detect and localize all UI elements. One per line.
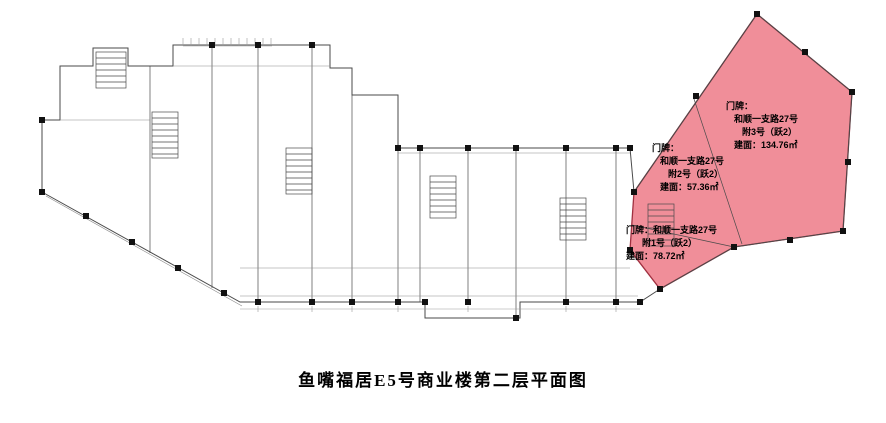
plan-caption: 鱼嘴福居E5号商业楼第二层平面图 (298, 371, 588, 390)
column-marker (787, 237, 793, 243)
column-marker (209, 42, 215, 48)
column-marker (845, 159, 851, 165)
column-marker (417, 145, 423, 151)
column-marker (631, 189, 637, 195)
column-marker (309, 299, 315, 305)
column-marker (613, 145, 619, 151)
column-marker (129, 239, 135, 245)
column-marker (637, 299, 643, 305)
unit-2-line-3: 附2号（跃2） (668, 169, 724, 179)
column-marker (221, 290, 227, 296)
tick-row-path (240, 306, 640, 312)
stair-box (647, 203, 675, 247)
column-marker (693, 93, 699, 99)
column-marker (255, 42, 261, 48)
column-marker (657, 286, 663, 292)
column-marker (395, 145, 401, 151)
stair-treads (560, 203, 586, 235)
staircase-icon (95, 51, 127, 89)
staircase-icon (559, 197, 587, 241)
column-marker (39, 117, 45, 123)
unit-1-line-3: 建面：78.72㎡ (626, 251, 685, 261)
unit-2-label: 门牌： 和顺一支路27号 附2号（跃2） 建面：57.36㎡ (652, 142, 756, 194)
staircase-icon (647, 203, 675, 247)
column-marker (465, 145, 471, 151)
column-marker (627, 145, 633, 151)
interior-wall-verticals (149, 45, 617, 318)
unit-3-line-4: 建面：134.76㎡ (734, 140, 798, 150)
unit-2-line-1: 门牌： (652, 143, 680, 153)
unit-3-line-2: 和顺一支路27号 (734, 114, 799, 124)
column-marker (613, 299, 619, 305)
unit-3-line-3: 附3号（跃2） (742, 127, 798, 137)
staircase-icon (151, 111, 179, 159)
stair-box (429, 175, 457, 219)
column-marker (563, 299, 569, 305)
column-marker (175, 265, 181, 271)
stair-treads (96, 57, 126, 83)
column-marker (349, 299, 355, 305)
stair-treads (286, 153, 312, 191)
column-marker (513, 145, 519, 151)
stair-treads (648, 209, 674, 241)
column-marker (395, 299, 401, 305)
column-marker (255, 299, 261, 305)
unit-2-line-4: 建面：57.36㎡ (660, 182, 719, 192)
column-marker (754, 11, 760, 17)
secondary-lines (45, 65, 638, 307)
dimension-ticks-bottom (240, 306, 640, 312)
column-marker (309, 42, 315, 48)
column-marker (731, 244, 737, 250)
unit-3-label: 门牌： 和顺一支路27号 附3号（跃2） 建面：134.76㎡ (726, 100, 838, 152)
staircases (95, 51, 675, 247)
unit-1-line-2: 附1号（跃2） (642, 238, 698, 248)
column-marker (849, 89, 855, 95)
column-marker (465, 299, 471, 305)
stair-treads (152, 117, 178, 155)
column-marker (627, 247, 633, 253)
unit-2-line-2: 和顺一支路27号 (660, 156, 725, 166)
column-marker (802, 49, 808, 55)
highlight-dividers (631, 98, 743, 248)
column-marker (840, 228, 846, 234)
stair-treads (430, 181, 456, 213)
corridor-lines (45, 65, 638, 307)
stair-box (285, 147, 313, 195)
unit-3-line-1: 门牌： (726, 101, 754, 111)
column-marker (513, 315, 519, 321)
staircase-icon (429, 175, 457, 219)
column-marker (39, 189, 45, 195)
column-marker (563, 145, 569, 151)
column-marker (83, 213, 89, 219)
stair-box (151, 111, 179, 159)
unit-1-label: 门牌：和顺一支路27号 附1号（跃2） 建面：78.72㎡ (626, 224, 750, 263)
staircase-icon (285, 147, 313, 195)
unit-1-line-1: 门牌：和顺一支路27号 (626, 225, 718, 235)
column-markers (39, 11, 855, 321)
column-marker (422, 299, 428, 305)
stair-box (559, 197, 587, 241)
